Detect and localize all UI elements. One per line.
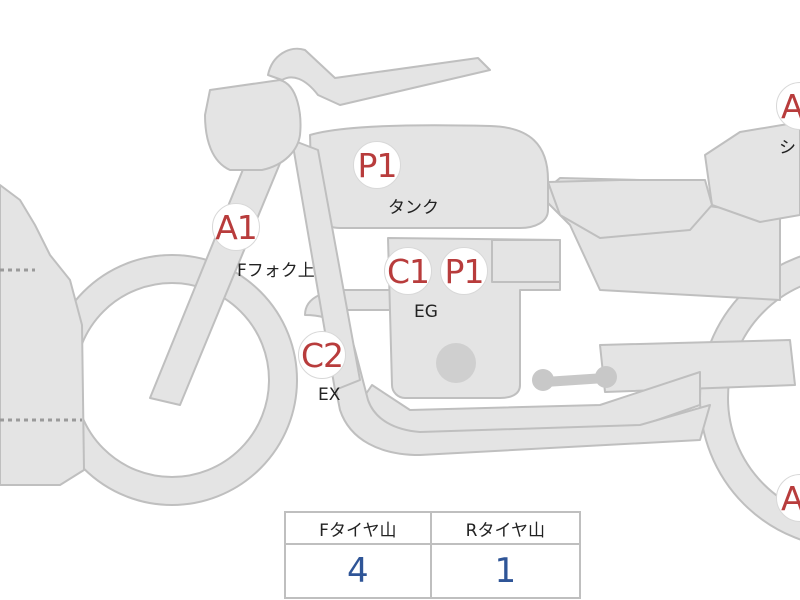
front-tire-value: 4 xyxy=(284,543,432,599)
label-exhaust: EX xyxy=(318,385,341,405)
rear-tire-header: Rタイヤ山 xyxy=(429,511,582,545)
label-tank: タンク xyxy=(388,198,439,218)
footpeg-right xyxy=(595,366,617,388)
marker-c1-engine: C1 xyxy=(384,247,432,295)
label-front-fork-top: Fフォク上 xyxy=(237,261,315,281)
marker-p1-tank: P1 xyxy=(353,141,401,189)
front-tire-header: Fタイヤ山 xyxy=(284,511,432,545)
rear-tire-value: 1 xyxy=(429,543,582,599)
rider-leg xyxy=(0,184,85,486)
engine-head xyxy=(491,239,561,283)
frame-down-tube xyxy=(291,139,361,391)
footpeg-bar xyxy=(540,373,610,387)
tire-table-header-row: Fタイヤ山 Rタイヤ山 xyxy=(284,511,582,545)
tire-table-value-row: 4 1 xyxy=(284,543,582,599)
label-engine: EG xyxy=(414,302,438,322)
tire-tread-table: Fタイヤ山 Rタイヤ山 4 1 xyxy=(284,511,582,599)
engine-cover xyxy=(436,343,476,383)
marker-p1-engine: P1 xyxy=(440,247,488,295)
marker-c2-exhaust: C2 xyxy=(298,331,346,379)
label-seat-partial: シ xyxy=(779,138,796,158)
marker-a1-fork: A1 xyxy=(212,203,260,251)
headlight xyxy=(204,79,302,171)
footpeg-left xyxy=(532,369,554,391)
handlebar xyxy=(267,47,491,106)
seat-base xyxy=(547,179,713,239)
